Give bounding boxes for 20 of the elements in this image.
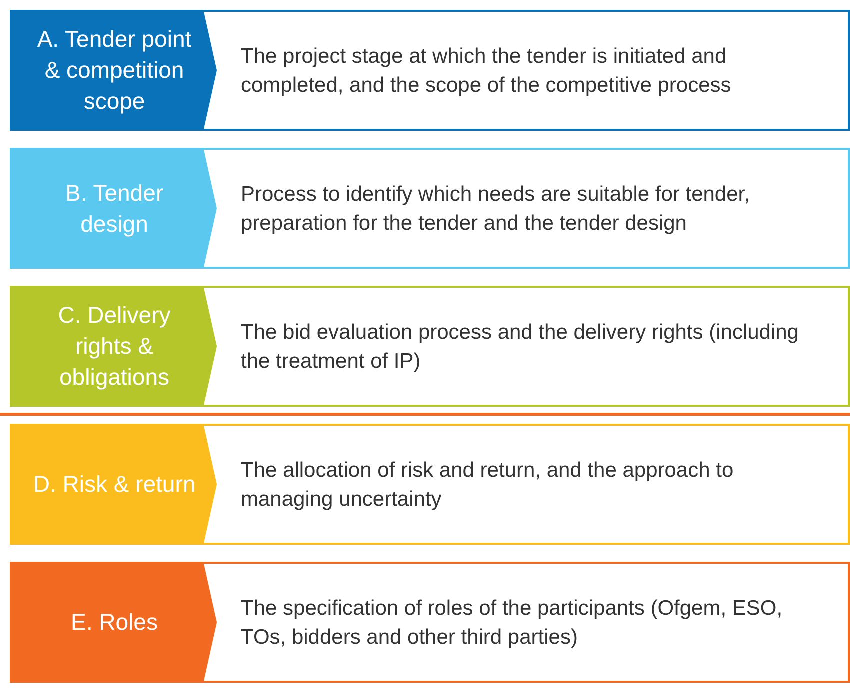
chevron-shape <box>12 12 217 129</box>
heading-text: D. Risk & return <box>32 470 197 499</box>
chevron-shape <box>12 288 217 405</box>
heading-text: C. Delivery rights & obligations <box>57 301 172 392</box>
description-text: The bid evaluation process and the delivery rights (including the treatment of IP) <box>241 320 800 374</box>
description-box <box>10 10 850 131</box>
description-text: The allocation of risk and return, and the approach to managing uncertainty <box>241 458 735 512</box>
description-text: Process to identify which needs are suitable for tender, preparation for the tender and the tender design <box>241 182 751 236</box>
heading-text: A. Tender point & competition scope <box>36 25 193 116</box>
chevron-shape <box>12 150 217 267</box>
chevron-shape <box>12 564 217 681</box>
description-box <box>10 286 850 407</box>
description-text: The specification of roles of the participants (Ofgem, ESO, TOs, bidders and other third parties) <box>241 596 784 650</box>
heading-text: E. Roles <box>70 608 159 637</box>
heading-text: B. Tender design <box>64 178 165 239</box>
description-box <box>10 562 850 683</box>
description-text: The project stage at which the tender is initiated and completed, and the scope of the competitive process <box>241 44 732 98</box>
description-box <box>10 424 850 545</box>
chevron-shape <box>12 426 217 543</box>
description-box <box>10 148 850 269</box>
